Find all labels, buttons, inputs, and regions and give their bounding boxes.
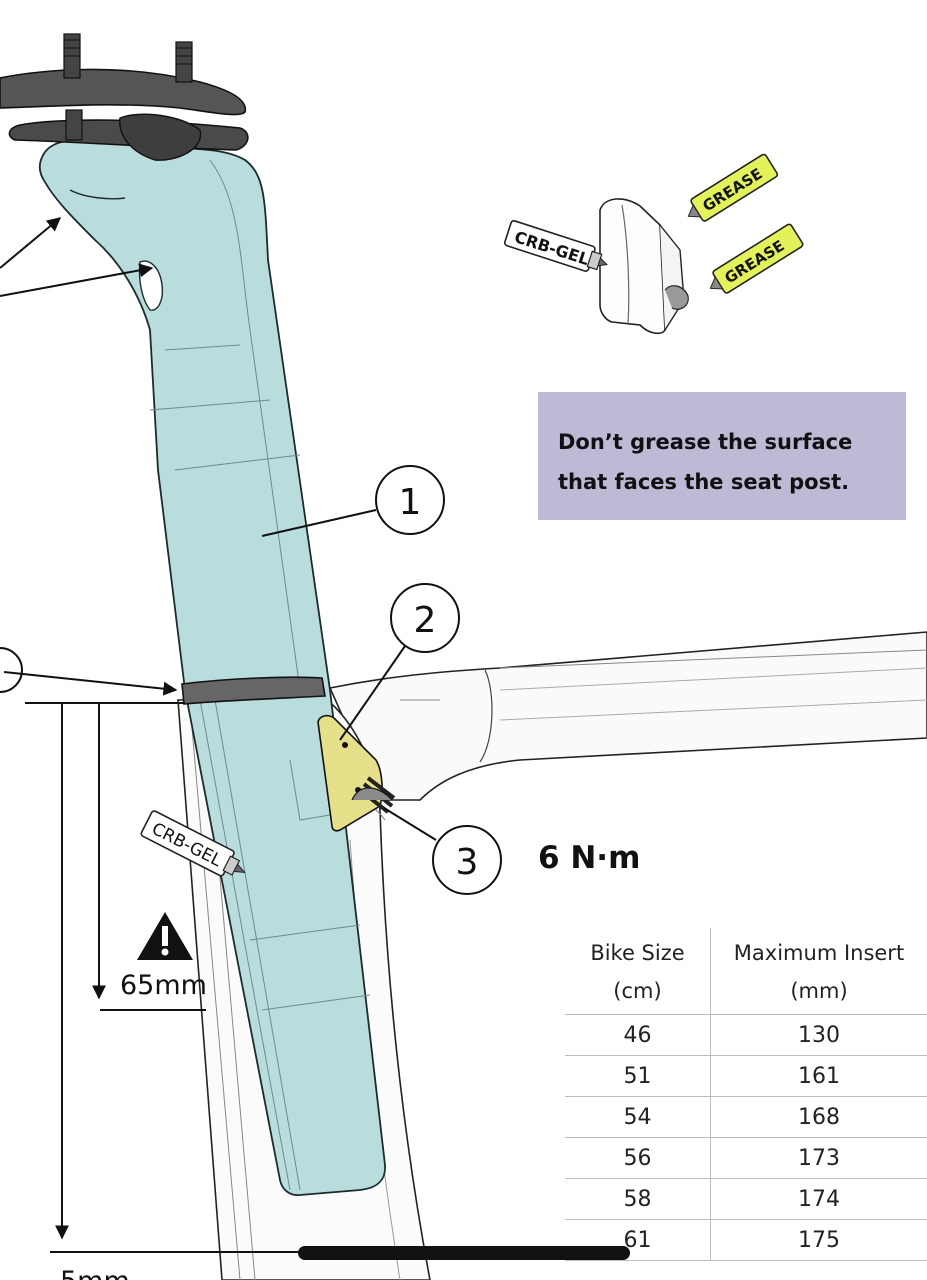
max-insert-cell: 161 (710, 1055, 927, 1097)
callout-1: 1 (261, 465, 445, 537)
bike-size-cell: 46 (565, 1014, 711, 1056)
callout-3-label: 3 (456, 842, 479, 883)
bike-size-header-line2: (cm) (613, 979, 662, 1003)
seat-collar (181, 676, 326, 705)
warning-icon (137, 912, 193, 960)
bottom-dimension-label: 5mm (60, 1266, 130, 1280)
grease-tube-1: GREASE (687, 153, 779, 222)
bike-size-cell: 61 (565, 1219, 711, 1261)
bike-size-cell: 56 (565, 1137, 711, 1179)
callout-2-label: 2 (414, 600, 437, 641)
max-insert-cell: 175 (710, 1219, 927, 1261)
bike-size-cell: 51 (565, 1055, 711, 1097)
table-header-row: Bike Size (cm) Maximum Insert (mm) (565, 928, 927, 1015)
max-insert-cell: 168 (710, 1096, 927, 1138)
note-line-2: that faces the seat post. (558, 470, 850, 494)
wedge-detail-illustration (599, 198, 689, 335)
note-box: Don’t grease the surface that faces the … (538, 392, 906, 520)
note-line-1: Don’t grease the surface (558, 430, 853, 454)
arrow-icon (0, 217, 178, 696)
max-insert-header: Maximum Insert (mm) (710, 928, 927, 1015)
max-insert-header-line1: Maximum Insert (733, 941, 905, 965)
bike-size-header-line1: Bike Size (590, 941, 685, 965)
min-insert-dimension-label: 65mm (120, 970, 207, 1001)
frame-top-tube (328, 631, 927, 801)
torque-spec: 6 N·m (538, 840, 641, 876)
callout-1-label: 1 (399, 482, 422, 523)
crb-gel-tube-top: CRB-GEL (503, 219, 608, 272)
callout-2: 2 (339, 583, 460, 741)
bike-size-cell: 58 (565, 1178, 711, 1220)
max-insert-cell: 174 (710, 1178, 927, 1220)
dimension-lines (25, 702, 300, 1253)
max-insert-header-line2: (mm) (790, 979, 848, 1003)
saddle-clamp (0, 33, 249, 161)
callout-partial-circle (0, 647, 23, 693)
home-indicator-bar[interactable] (298, 1246, 630, 1260)
max-insert-cell: 130 (710, 1014, 927, 1056)
bike-size-cell: 54 (565, 1096, 711, 1138)
bike-size-header: Bike Size (cm) (565, 928, 711, 1015)
wedge-bolt (351, 776, 396, 814)
wedge (317, 714, 383, 832)
max-insert-cell: 173 (710, 1137, 927, 1179)
grease-tube-2: GREASE (709, 223, 804, 294)
callout-3: 3 (383, 807, 502, 895)
